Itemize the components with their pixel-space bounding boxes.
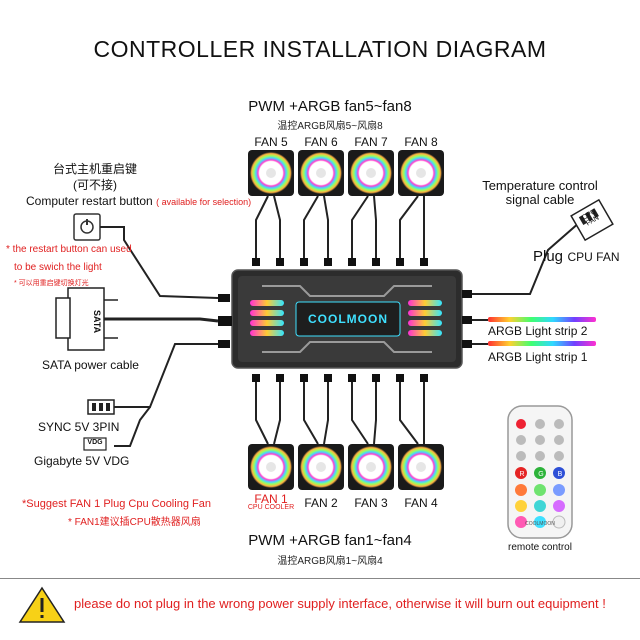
strip-1-label: ARGB Light strip 1 [488, 350, 588, 364]
restart-note: ( available for selection) [156, 197, 252, 207]
fan-8-label: FAN 8 [404, 135, 438, 149]
fan-5 [248, 150, 294, 196]
bottom-fan-cables [255, 382, 425, 445]
argb-strip-1 [488, 341, 596, 346]
suggest-line-1: *Suggest FAN 1 Plug Cpu Cooling Fan [22, 498, 211, 510]
sata-connector [55, 287, 118, 351]
warning-text: please do not plug in the wrong power su… [74, 596, 606, 611]
remote-brand: COOLMOON [525, 521, 555, 527]
fan-8 [398, 150, 444, 196]
bottom-fan-plugs [252, 374, 428, 382]
diagram-title: CONTROLLER INSTALLATION DIAGRAM [93, 36, 547, 62]
vdg-tag: VDG [87, 439, 103, 446]
sata-connector-text: SATA [92, 310, 102, 334]
plug-target: CPU FAN [567, 250, 620, 264]
strip-2-label: ARGB Light strip 2 [488, 324, 588, 338]
fan-6 [298, 150, 344, 196]
restart-cn-1: 台式主机重启键 [52, 162, 137, 176]
top-fan-cables [255, 195, 425, 262]
top-fan-plugs [252, 258, 428, 266]
restart-label-text: Computer restart button [26, 194, 153, 208]
vdg-connector [83, 437, 107, 451]
fan-2-label: FAN 2 [304, 496, 338, 510]
warning-bar [0, 578, 640, 631]
hub-right-ports [462, 290, 472, 348]
temp-label-2: signal cable [505, 192, 575, 207]
fan-1-note: CPU COOLER [247, 504, 295, 511]
fan-4 [398, 444, 444, 490]
remote-label: remote control [508, 542, 572, 553]
bottom-group-subtitle: 温控ARGB风扇1~风扇4 [277, 556, 383, 567]
restart-warn-1: * the restart button can used [6, 244, 132, 255]
cpu-fan-connector [570, 198, 614, 242]
vdg-label: Gigabyte 5V VDG [34, 454, 130, 468]
suggest-line-2: * FAN1建议插CPU散热器风扇 [68, 517, 201, 528]
bottom-group-title: PWM +ARGB fan1~fan4 [248, 532, 412, 549]
hub-left-ports [218, 294, 232, 348]
temp-label-1: Temperature control [482, 178, 598, 193]
fan-3 [348, 444, 394, 490]
fan-5-label: FAN 5 [254, 135, 288, 149]
restart-cable [100, 226, 219, 299]
sata-label: SATA power cable [42, 358, 139, 372]
restart-button [73, 213, 101, 241]
fan-1-label: FAN 1 [254, 492, 288, 506]
exclamation-triangle-icon [18, 586, 66, 623]
restart-label: Computer restart button ( available for … [26, 194, 251, 208]
fan-2 [298, 444, 344, 490]
restart-cn-2: (可不接) [73, 178, 117, 192]
fan-7 [348, 150, 394, 196]
fan-7-label: FAN 7 [354, 135, 388, 149]
plug-label: Plug CPU FAN [533, 248, 620, 266]
controller-brand: COOLMOON [308, 312, 388, 326]
fan-3-label: FAN 3 [354, 496, 388, 510]
sync-connector [87, 399, 115, 415]
remote-button-g: G [538, 471, 544, 478]
remote-button-b: B [557, 471, 563, 478]
restart-warn-2: to be swich the light [14, 262, 102, 273]
fan-4-label: FAN 4 [404, 496, 438, 510]
controller-hub [231, 269, 463, 369]
remote-control [507, 405, 573, 539]
temp-cable [472, 221, 581, 295]
vdg-cable [114, 406, 151, 447]
argb-strip-2 [488, 317, 596, 322]
remote-button-r: R [519, 471, 525, 478]
fan-6-label: FAN 6 [304, 135, 338, 149]
sync-label: SYNC 5V 3PIN [38, 420, 120, 434]
top-group-title: PWM +ARGB fan5~fan8 [248, 98, 412, 115]
restart-warn-cn: * 可以用重启键切换灯光 [14, 280, 89, 287]
fan-1 [248, 444, 294, 490]
sync-cable [114, 343, 218, 408]
top-group-subtitle: 温控ARGB风扇5~风扇8 [277, 121, 383, 132]
plug-word: Plug [533, 248, 564, 265]
sata-cable [104, 317, 219, 323]
